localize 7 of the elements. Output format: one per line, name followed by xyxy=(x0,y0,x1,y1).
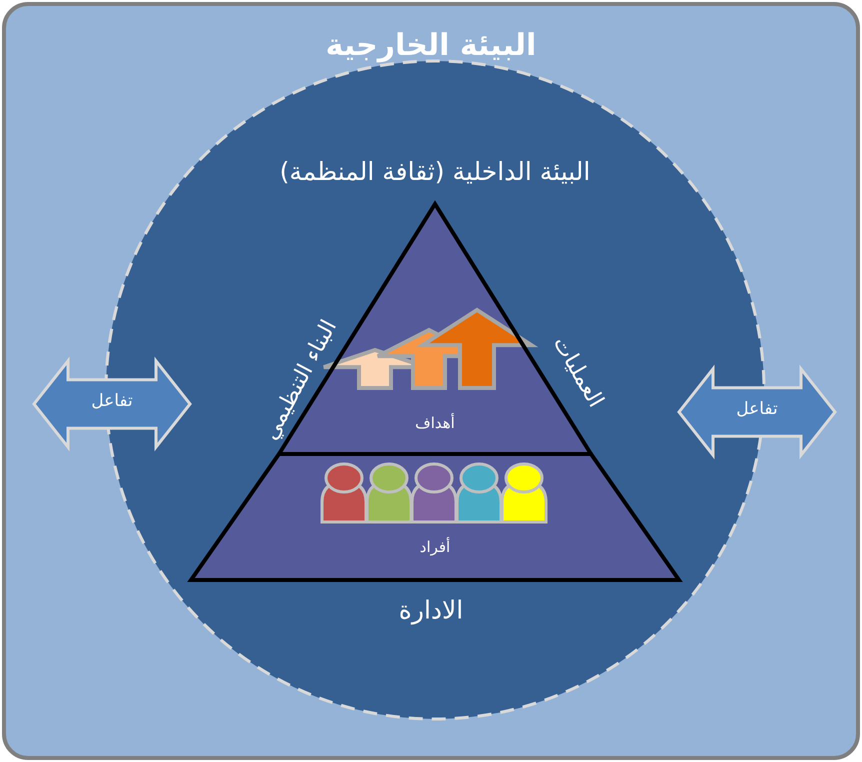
side-label: الادارة xyxy=(398,596,464,624)
double-arrow xyxy=(32,359,192,449)
double-arrow xyxy=(677,367,837,457)
node-label: البيئة الداخلية (ثقافة المنظمة) xyxy=(278,157,592,186)
node-label: تفاعل xyxy=(735,399,779,419)
node-label: تفاعل xyxy=(90,391,134,411)
title-text: البيئة الخارجية xyxy=(324,28,538,63)
